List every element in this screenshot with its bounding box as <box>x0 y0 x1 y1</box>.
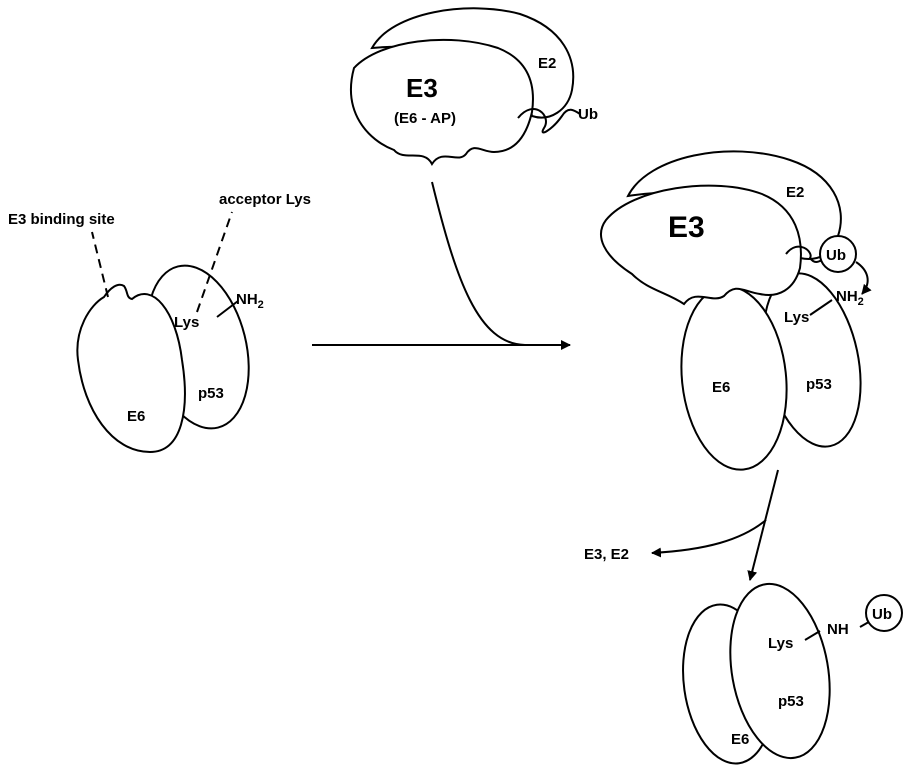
label-right-e3: E3 <box>668 211 705 244</box>
top-e3-complex: E3 (E6 - AP) E2 Ub <box>351 8 598 164</box>
dissociation-arrows: E3, E2 <box>584 470 778 580</box>
label-top-e6-ap: (E6 - AP) <box>394 110 456 127</box>
right-e3-shape <box>601 186 801 304</box>
label-right-ub: Ub <box>826 247 846 264</box>
label-left-nh2: NH2 <box>236 291 264 311</box>
label-right-e6: E6 <box>712 379 730 396</box>
top-e3-shape <box>351 40 533 164</box>
label-product-ub: Ub <box>872 606 892 623</box>
label-product-nh: NH <box>827 621 849 638</box>
label-released-e3-e2: E3, E2 <box>584 546 629 563</box>
label-acceptor-lys: acceptor Lys <box>219 191 311 208</box>
ternary-complex: E3 E2 Ub Lys NH2 E6 p53 <box>601 151 875 475</box>
reaction-arrow <box>312 182 570 345</box>
label-product-p53: p53 <box>778 693 804 710</box>
label-right-p53: p53 <box>806 376 832 393</box>
left-complex: E3 binding site acceptor Lys Lys NH2 E6 … <box>8 191 311 452</box>
label-right-e2: E2 <box>786 184 804 201</box>
label-top-ub: Ub <box>578 106 598 123</box>
label-product-lys: Lys <box>768 635 793 652</box>
label-left-p53: p53 <box>198 385 224 402</box>
e3-binding-site-pointer <box>92 232 108 297</box>
label-right-lys: Lys <box>784 309 809 326</box>
label-top-e2: E2 <box>538 55 556 72</box>
label-e3-binding-site: E3 binding site <box>8 211 115 228</box>
release-arrow <box>652 520 766 553</box>
label-left-e6: E6 <box>127 408 145 425</box>
ub-transfer-arrow <box>856 262 868 294</box>
label-product-e6: E6 <box>731 731 749 748</box>
down-arrow <box>750 470 778 580</box>
label-top-e3: E3 <box>406 73 438 103</box>
product-complex: Lys NH Ub p53 E6 <box>673 576 902 769</box>
label-left-lys: Lys <box>174 314 199 331</box>
joining-curve <box>432 182 525 345</box>
